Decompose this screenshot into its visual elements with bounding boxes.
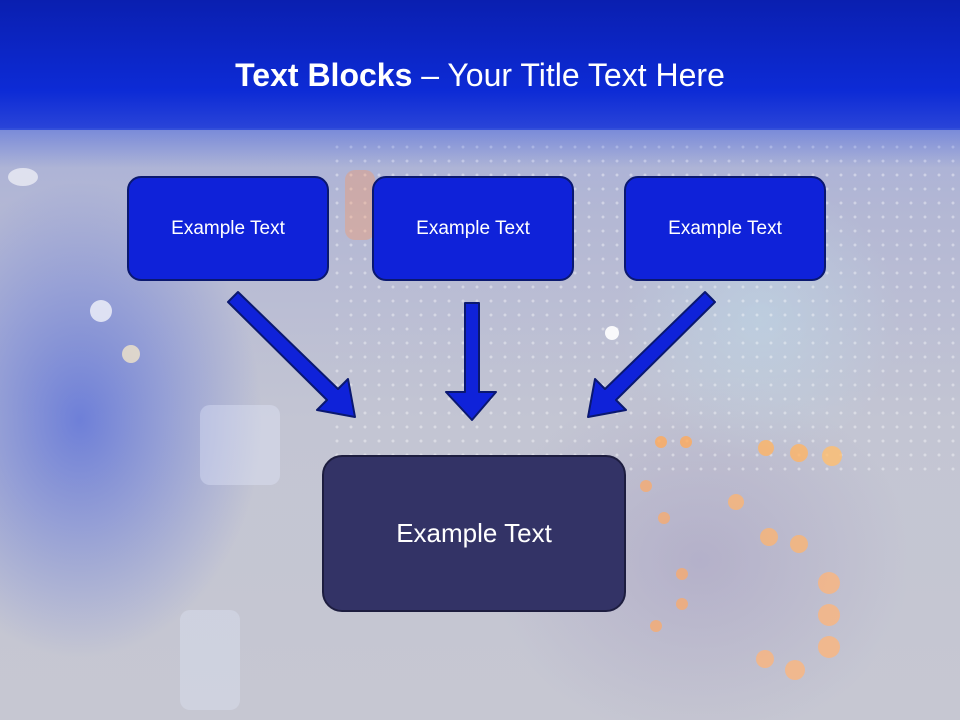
bokeh-light — [790, 444, 808, 462]
bokeh-light — [122, 345, 140, 363]
bokeh-light — [818, 636, 840, 658]
bokeh-light — [676, 568, 688, 580]
bokeh-light — [728, 494, 744, 510]
bokeh-light — [90, 300, 112, 322]
text-block-left: Example Text — [127, 176, 329, 281]
text-block-bottom: Example Text — [322, 455, 626, 612]
slide-title-rest: Your Title Text Here — [447, 57, 725, 93]
bokeh-light — [680, 436, 692, 448]
bokeh-light — [650, 620, 662, 632]
bokeh-light — [180, 610, 240, 710]
slide-title-separator: – — [412, 57, 448, 93]
slide-title-bold: Text Blocks — [235, 57, 413, 93]
arrow-left — [227, 291, 356, 418]
slide-title: Text Blocks – Your Title Text Here — [0, 55, 960, 95]
bokeh-light — [8, 168, 38, 186]
bokeh-light — [605, 326, 619, 340]
bokeh-light — [655, 436, 667, 448]
title-bar — [0, 0, 960, 168]
bokeh-light — [760, 528, 778, 546]
bokeh-light — [200, 405, 280, 485]
text-block-center: Example Text — [372, 176, 574, 281]
bokeh-light — [658, 512, 670, 524]
bokeh-light — [822, 446, 842, 466]
arrow-right — [587, 291, 716, 418]
bokeh-light — [345, 170, 375, 240]
arrow-center — [445, 302, 497, 421]
bokeh-light — [756, 650, 774, 668]
bokeh-light — [818, 604, 840, 626]
bokeh-light — [676, 598, 688, 610]
bokeh-light — [758, 440, 774, 456]
bokeh-light — [785, 660, 805, 680]
bokeh-light — [818, 572, 840, 594]
text-block-right: Example Text — [624, 176, 826, 281]
bokeh-light — [790, 535, 808, 553]
bokeh-light — [640, 480, 652, 492]
